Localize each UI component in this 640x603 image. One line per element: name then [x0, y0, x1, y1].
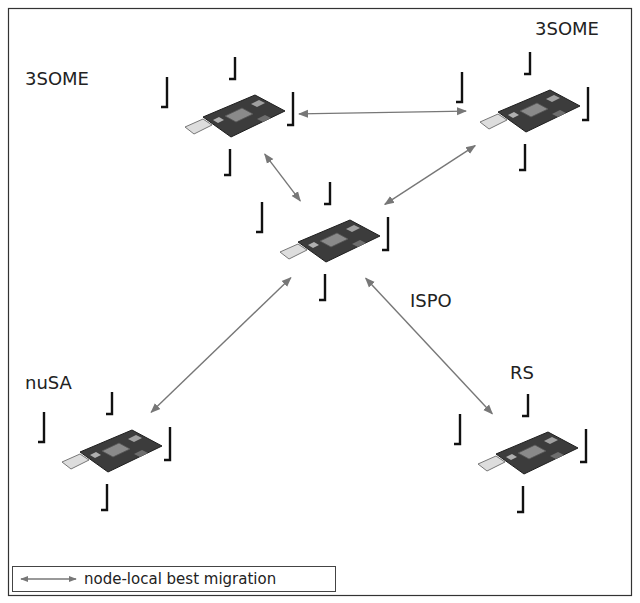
- antenna: [229, 57, 235, 79]
- antenna: [224, 149, 230, 175]
- chip: [308, 242, 319, 248]
- antenna: [580, 429, 586, 462]
- antenna: [324, 182, 330, 204]
- sensor-node: 3SOME: [185, 87, 285, 143]
- chip: [257, 115, 271, 122]
- migration-arrow: [385, 146, 475, 205]
- migration-arrow: [265, 154, 300, 201]
- antenna: [517, 486, 523, 512]
- sensor-node: RS: [478, 424, 578, 480]
- legend-arrow-sample: [21, 578, 76, 579]
- circuit-board: [498, 90, 580, 132]
- chip: [225, 108, 253, 122]
- sensor-node-illustration: [478, 424, 578, 480]
- chip: [134, 450, 148, 457]
- chip: [550, 452, 564, 459]
- antenna: [164, 427, 170, 460]
- antenna: [319, 274, 325, 300]
- antenna: [454, 414, 460, 444]
- chip: [544, 437, 558, 444]
- sensor-node-illustration: [480, 82, 580, 138]
- chip: [518, 445, 546, 459]
- chip: [508, 112, 519, 118]
- usb-plug: [478, 456, 505, 471]
- antenna: [522, 394, 528, 416]
- node-label: 3SOME: [535, 18, 599, 40]
- usb-plug: [62, 454, 89, 469]
- chip: [90, 452, 101, 458]
- chip: [102, 443, 130, 457]
- antenna: [524, 52, 530, 74]
- circuit-board: [80, 430, 162, 472]
- sensor-node-illustration: [280, 212, 380, 268]
- antenna: [519, 144, 525, 170]
- sensor-node: ISPO: [280, 212, 380, 268]
- antenna: [101, 484, 107, 510]
- chip: [251, 100, 265, 107]
- usb-plug: [185, 119, 212, 134]
- node-label: nuSA: [25, 372, 72, 394]
- outer-frame: [9, 9, 632, 596]
- chip: [520, 103, 548, 117]
- circuit-board: [496, 432, 578, 474]
- chip: [552, 110, 566, 117]
- circuit-board: [298, 220, 380, 262]
- antenna: [38, 412, 44, 442]
- sensor-node-illustration: [185, 87, 285, 143]
- antenna: [161, 77, 167, 107]
- migration-arrow: [366, 278, 493, 414]
- chip: [213, 117, 224, 123]
- antenna: [287, 92, 293, 125]
- chip: [546, 95, 560, 102]
- sensor-node: nuSA: [62, 422, 162, 478]
- antenna: [456, 72, 462, 102]
- node-label: RS: [510, 362, 534, 384]
- legend-text: node-local best migration: [84, 569, 276, 589]
- chip: [506, 454, 517, 460]
- chip: [320, 233, 348, 247]
- node-label: 3SOME: [25, 68, 89, 90]
- antenna: [256, 202, 262, 232]
- legend-box: [13, 567, 336, 592]
- chip: [128, 435, 142, 442]
- antenna: [582, 87, 588, 120]
- sensor-node: 3SOME: [480, 82, 580, 138]
- antenna: [382, 217, 388, 250]
- chip: [352, 240, 366, 247]
- migration-arrow: [299, 111, 466, 114]
- usb-plug: [480, 114, 507, 129]
- circuit-board: [203, 95, 285, 137]
- migration-arrow: [151, 278, 291, 413]
- antenna: [106, 392, 112, 414]
- sensor-node-illustration: [62, 422, 162, 478]
- chip: [346, 225, 360, 232]
- usb-plug: [280, 244, 307, 259]
- node-label: ISPO: [410, 290, 452, 312]
